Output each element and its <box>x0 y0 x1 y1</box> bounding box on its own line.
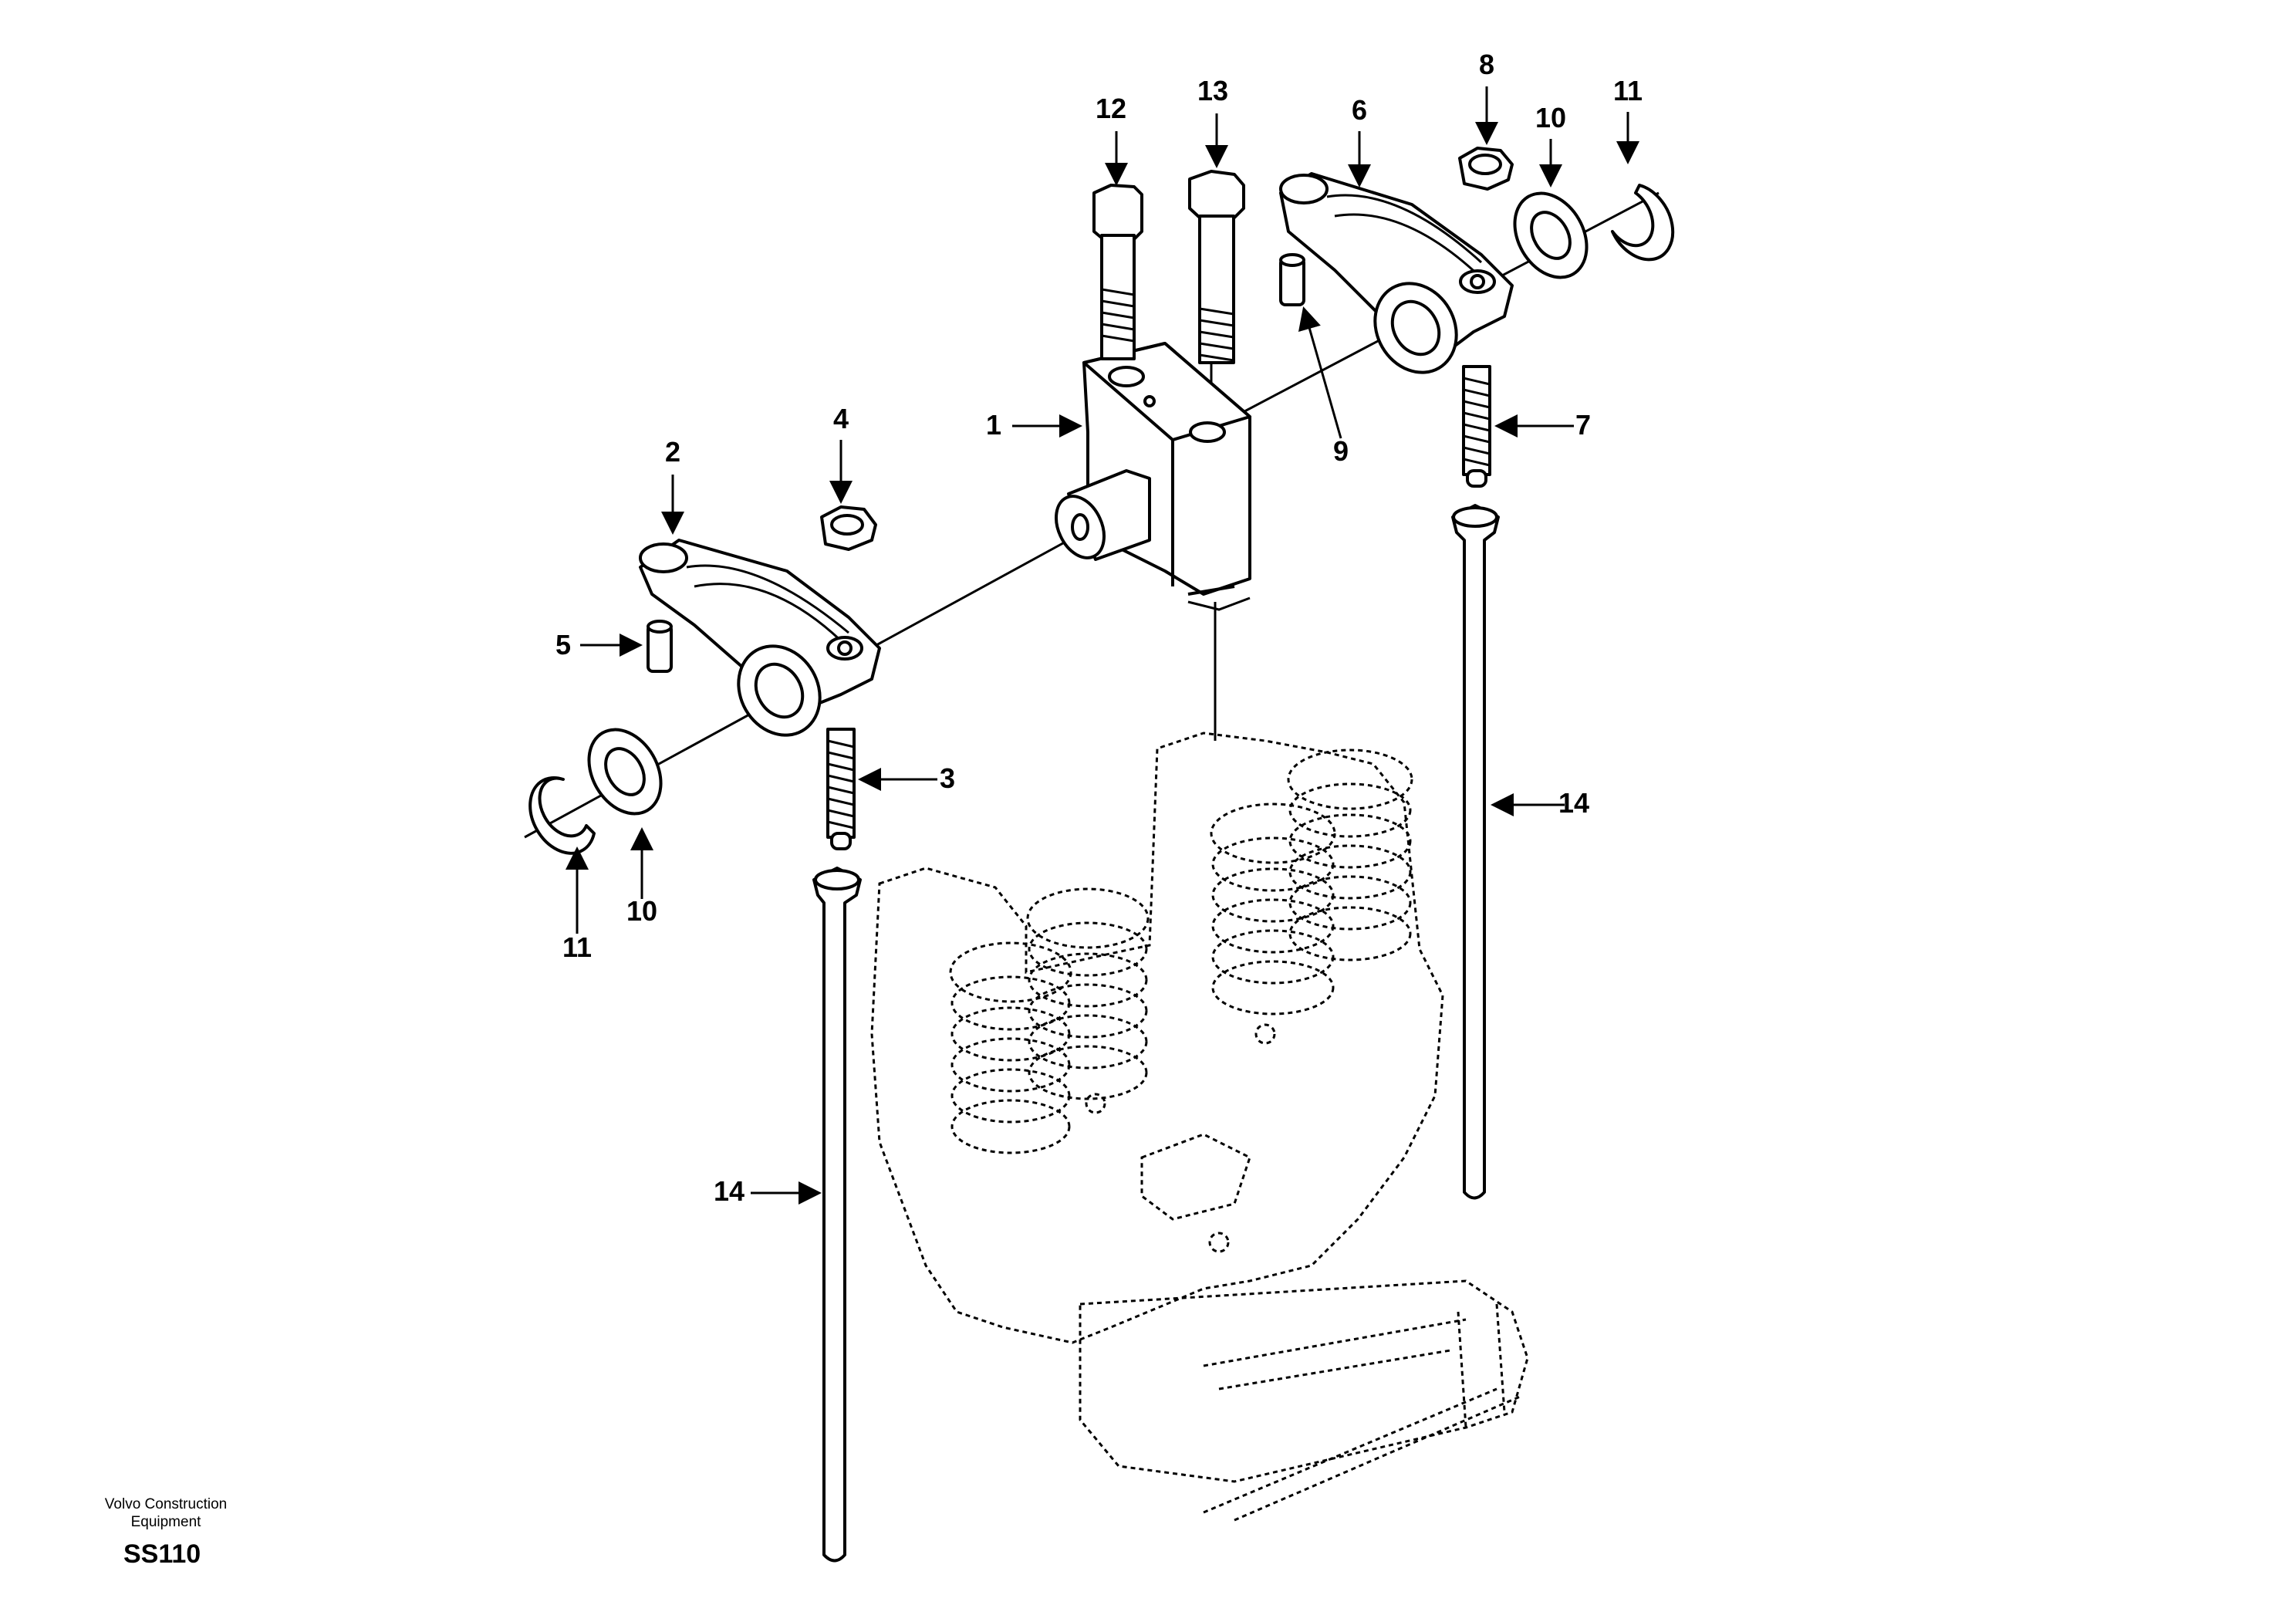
callout-label-1: 1 <box>986 409 1001 441</box>
callout-label-9: 9 <box>1333 435 1349 467</box>
company-name-line2: Equipment <box>130 1514 201 1530</box>
callout-label-5: 5 <box>555 629 571 661</box>
washer-left <box>587 728 663 816</box>
callout-label-11: 11 <box>1613 75 1643 106</box>
nut-4 <box>820 505 877 551</box>
callout-label-13: 13 <box>1197 75 1228 106</box>
pin-9 <box>1279 253 1305 306</box>
valve-spring-rear-left <box>1210 803 1336 1015</box>
callout-label-10: 10 <box>1535 102 1566 133</box>
cylinder-head-outline <box>870 732 1529 1522</box>
circlip-right <box>1611 184 1675 262</box>
adjusting-screw-7 <box>1462 365 1491 488</box>
callout-label-4: 4 <box>833 403 849 434</box>
callout-label-3: 3 <box>940 762 955 794</box>
callout-label-14: 14 <box>714 1175 745 1207</box>
valve-spring-rear-right <box>1287 748 1413 961</box>
push-rod-right <box>1451 504 1500 1200</box>
company-name-line1: Volvo Construction <box>104 1496 228 1512</box>
nut-8 <box>1458 147 1514 191</box>
push-rod-left <box>812 867 862 1563</box>
callout-label-7: 7 <box>1575 409 1591 441</box>
callout-label-2: 2 <box>665 436 680 468</box>
callout-label-11: 11 <box>562 931 592 963</box>
callout-leader-9 <box>1298 306 1342 439</box>
rocker-arm-left <box>639 539 881 737</box>
callout-label-8: 8 <box>1479 49 1494 80</box>
pin-5 <box>647 620 673 673</box>
callout-label-6: 6 <box>1352 94 1367 126</box>
callout-label-10: 10 <box>626 895 657 927</box>
drawing-code: SS110 <box>123 1539 201 1569</box>
rocker-arm-right <box>1279 172 1514 374</box>
valve-spring-front-left <box>949 941 1072 1154</box>
circlip-left <box>528 776 596 855</box>
callout-label-14: 14 <box>1558 787 1589 819</box>
callout-label-12: 12 <box>1096 93 1126 124</box>
adjusting-screw-3 <box>826 728 856 850</box>
rocker-bracket <box>1055 342 1251 611</box>
washer-right <box>1513 191 1589 279</box>
bolt-12 <box>1092 184 1143 360</box>
valve-spring-front-right <box>1026 887 1150 1100</box>
bolt-13 <box>1188 170 1245 364</box>
company-caption: Volvo Construction Equipment <box>54 1495 278 1531</box>
